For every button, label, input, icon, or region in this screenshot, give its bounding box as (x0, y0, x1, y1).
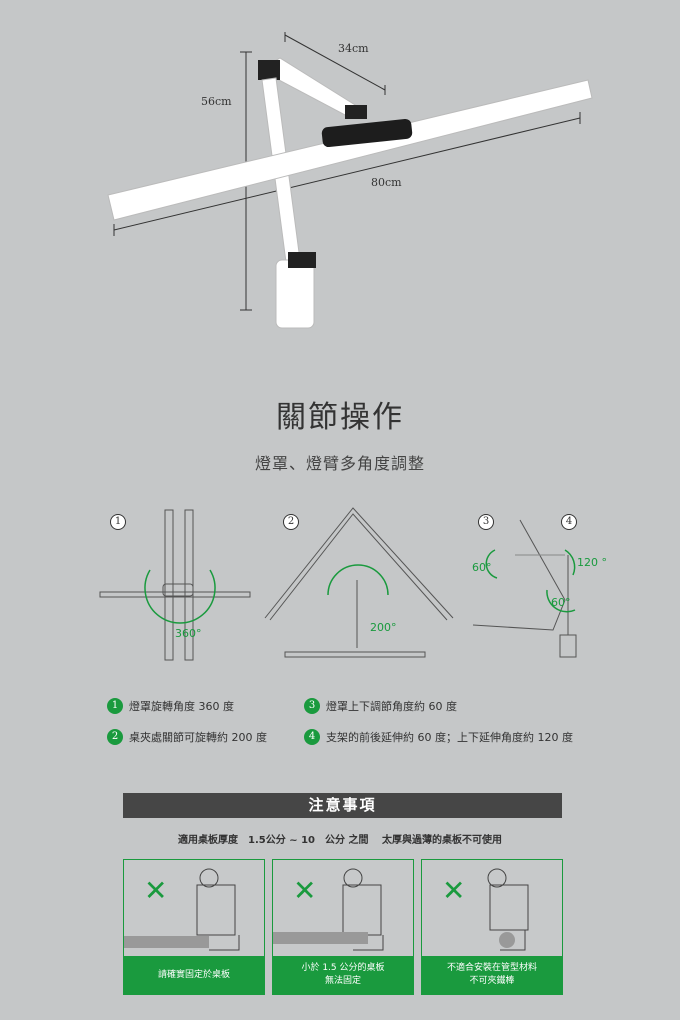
legend-item-1: 1 燈罩旋轉角度 360 度 (107, 698, 234, 714)
notice-title: 注意事項 (123, 793, 562, 818)
x-mark-icon: ✕ (144, 874, 168, 907)
legend-text: 桌夾處關節可旋轉約 200 度 (129, 731, 267, 744)
angle-60-back: 60° (551, 596, 571, 609)
rotation-diagrams (99, 507, 577, 661)
notice-card-2: ✕ 小於 1.5 公分的桌板 無法固定 (272, 859, 414, 995)
legend-number: 2 (107, 729, 123, 745)
card-caption: 不適合安裝在管型材料 不可夾鐵棒 (422, 956, 562, 994)
legend-item-2: 2 桌夾處關節可旋轉約 200 度 (107, 729, 267, 745)
thickness-spec: 適用桌板厚度 1.5公分 ~ 10 公分 之間 太厚與過薄的桌板不可使用 (178, 835, 502, 846)
clamp-illustration (273, 868, 384, 951)
section-subtitle: 燈罩、燈臂多角度調整 (254, 454, 425, 473)
diagram-number-2: 2 (283, 514, 299, 530)
x-mark-icon: ✕ (293, 874, 317, 907)
card-caption: 請確實固定於桌板 (124, 956, 264, 994)
angle-60-up: 60° (472, 561, 492, 574)
notice-card-1: ✕ 請確實固定於桌板 (123, 859, 265, 995)
legend-number: 3 (304, 698, 320, 714)
angle-360: 360° (175, 627, 202, 640)
legend-item-3: 3 燈罩上下調節角度約 60 度 (304, 698, 457, 714)
notice-card-3: ✕ 不適合安裝在管型材料 不可夾鐵棒 (421, 859, 563, 995)
diagram-number-1: 1 (110, 514, 126, 530)
legend-number: 1 (107, 698, 123, 714)
bar-length-label: 80cm (371, 176, 402, 189)
x-mark-icon: ✕ (442, 874, 466, 907)
card-caption: 小於 1.5 公分的桌板 無法固定 (273, 956, 413, 994)
diagram-number-4: 4 (561, 514, 577, 530)
angle-200: 200° (370, 621, 397, 634)
clamp-illustration (487, 868, 529, 951)
legend-item-4: 4 支架的前後延伸約 60 度；上下延伸角度約 120 度 (304, 729, 573, 745)
legend-number: 4 (304, 729, 320, 745)
angle-120: 120 ° (577, 556, 607, 569)
clamp-illustration (124, 868, 240, 951)
height-label: 56cm (201, 95, 232, 108)
diagram-number-3: 3 (478, 514, 494, 530)
lamp-dimension-drawing (107, 32, 593, 329)
arm-length-label: 34cm (338, 42, 369, 55)
legend-text: 燈罩旋轉角度 360 度 (129, 700, 234, 713)
legend-text: 燈罩上下調節角度約 60 度 (326, 700, 457, 713)
section-title: 關節操作 (276, 400, 404, 435)
legend-text: 支架的前後延伸約 60 度；上下延伸角度約 120 度 (326, 731, 573, 744)
